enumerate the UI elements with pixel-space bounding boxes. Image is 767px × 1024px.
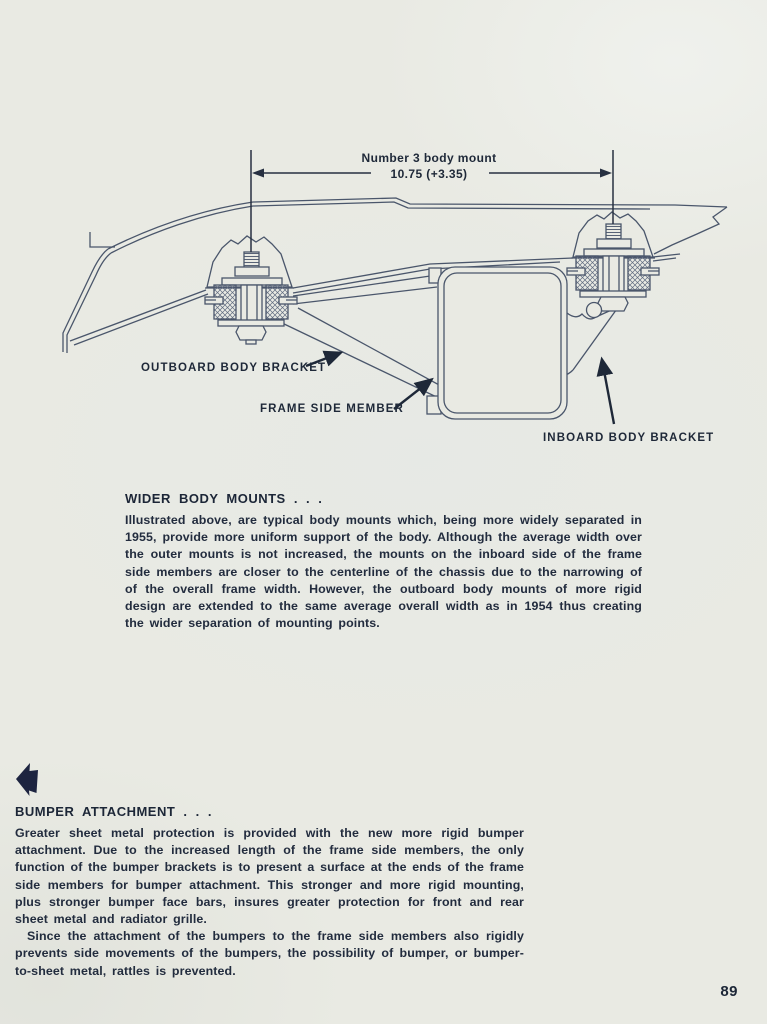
frame-label-arrow — [393, 377, 434, 410]
outboard-label-arrow — [305, 350, 344, 368]
dimension-callout: Number 3 body mount 10.75 (+3.35) — [250, 150, 614, 252]
left-arrow-shape — [16, 763, 38, 796]
label-frame-side-member: FRAME SIDE MEMBER — [260, 403, 404, 415]
frame-side-member-box — [426, 266, 568, 420]
dimension-label: Number 3 body mount — [362, 151, 497, 165]
inboard-label-arrow — [596, 356, 616, 425]
left-arrow-icon — [16, 763, 38, 796]
section-wider-body-mounts: WIDER BODY MOUNTS . . . Illustrated abov… — [125, 491, 642, 632]
section-heading: WIDER BODY MOUNTS . . . — [125, 491, 323, 506]
section-bumper-attachment: BUMPER ATTACHMENT . . . Greater sheet me… — [15, 804, 524, 980]
body-paragraph: Illustrated above, are typical body moun… — [125, 513, 642, 631]
car-body-outline — [62, 197, 728, 353]
body-mount-diagram: Number 3 body mount 10.75 (+3.35) OUTBOA… — [62, 150, 728, 444]
diagram-labels: OUTBOARD BODY BRACKET FRAME SIDE MEMBER … — [141, 350, 714, 444]
body-paragraph: Greater sheet metal protection is provid… — [15, 826, 524, 927]
dimension-value: 10.75 (+3.35) — [391, 167, 468, 181]
inboard-mount-assembly — [566, 211, 660, 319]
label-outboard-body-bracket: OUTBOARD BODY BRACKET — [141, 362, 326, 374]
body-paragraph: Since the attachment of the bumpers to t… — [15, 929, 524, 978]
page-number: 89 — [720, 983, 738, 1000]
outboard-mount-assembly — [204, 235, 298, 345]
label-inboard-body-bracket: INBOARD BODY BRACKET — [543, 432, 714, 444]
section-heading: BUMPER ATTACHMENT . . . — [15, 804, 212, 819]
